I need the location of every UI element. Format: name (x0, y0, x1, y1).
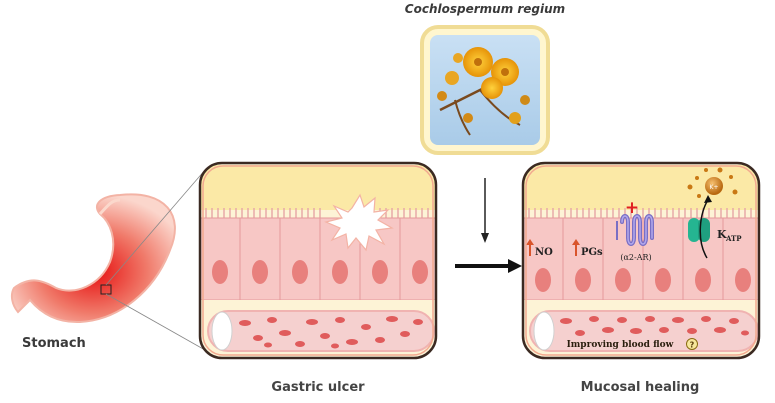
ulcer-panel (198, 161, 438, 360)
red-blood-cells-right (560, 316, 749, 336)
microvilli-left (205, 208, 429, 218)
ulcer-lesion (324, 193, 394, 252)
stomach-illustration (10, 169, 206, 351)
healing-label: Mucosal healing (580, 380, 700, 395)
katp-label-sub: ATP (725, 234, 742, 243)
ulcer-label: Gastric ulcer (271, 380, 365, 395)
potassium-label: K+ (710, 184, 719, 191)
blood-vessel-right (529, 310, 759, 352)
pgs-marker: PGs (572, 239, 603, 258)
question-mark: ? (690, 341, 695, 350)
pgs-label: PGs (581, 247, 603, 258)
alpha-receptor-label: (α2-AR) (620, 253, 651, 262)
progression-arrow (455, 259, 522, 273)
potassium-ions: K+ (687, 167, 738, 198)
flower-cluster (437, 47, 530, 136)
plus-sign: + (625, 198, 639, 218)
nuclei-right (535, 268, 751, 292)
plant-arrow (481, 178, 489, 243)
healing-panel: NO PGs + (α2-AR) K ATP (521, 161, 761, 360)
plant-photo (420, 25, 550, 155)
katp-channel-icon (688, 218, 710, 242)
plant-name: Cochlospermum regium (404, 2, 566, 16)
epithelial-cells-left (200, 217, 436, 301)
no-marker: NO (526, 239, 553, 258)
stomach-label: Stomach (22, 336, 86, 351)
blood-vessel-left (207, 310, 435, 352)
nuclei-left (212, 260, 428, 284)
no-label: NO (535, 247, 553, 258)
alpha2-receptor-icon (616, 214, 654, 246)
microvilli-right (528, 208, 752, 218)
blood-flow-label: Improving blood flow (567, 340, 674, 350)
katp-label-main: K (717, 228, 727, 241)
red-blood-cells-left (239, 316, 423, 349)
